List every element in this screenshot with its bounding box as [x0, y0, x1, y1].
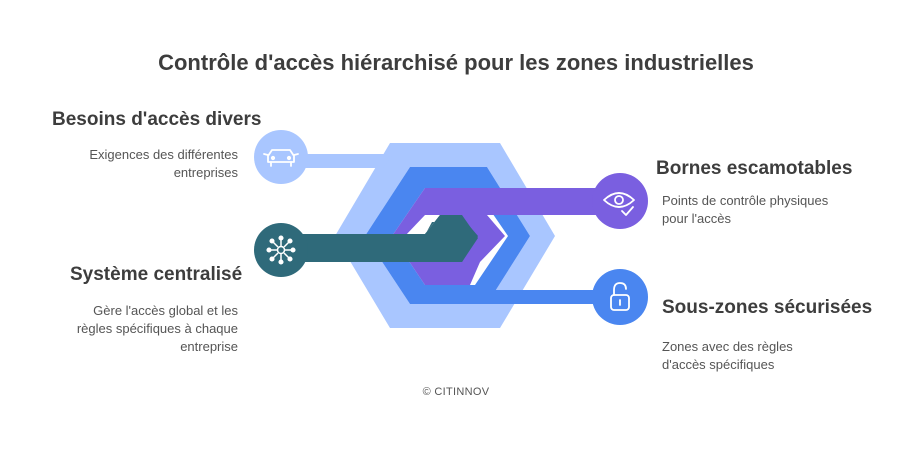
heading-systeme: Système centralisé [70, 264, 243, 285]
node-besoins [254, 130, 308, 184]
heading-besoins: Besoins d'accès divers [52, 109, 262, 130]
connector-besoins [280, 154, 393, 168]
outer-hexagon-band [335, 143, 555, 328]
diagram-title: Contrôle d'accès hiérarchisé pour les zo… [158, 50, 754, 75]
description-line: entreprise [180, 339, 238, 354]
description-line: Points de contrôle physiques [662, 193, 829, 208]
description-line: d'accès spécifiques [662, 357, 775, 372]
teal-core [300, 215, 478, 262]
node-bornes [592, 173, 648, 229]
connector-bornes [460, 188, 620, 215]
description-line: Zones avec des règles [662, 339, 793, 354]
heading-bornes: Bornes escamotables [656, 158, 853, 179]
car-icon [263, 149, 299, 167]
description-systeme: Gère l'accès global et les règles spécif… [40, 302, 238, 356]
padlock-icon [610, 282, 630, 311]
node-systeme [254, 223, 308, 277]
description-line: pour l'accès [662, 211, 731, 226]
connector-sous-zones [465, 290, 620, 304]
heading-sous-zones: Sous-zones sécurisées [662, 297, 873, 318]
description-bornes: Points de contrôle physiques pour l'accè… [662, 192, 882, 228]
description-line: règles spécifiques à chaque [76, 321, 238, 336]
description-besoins: Exigences des différentes entreprises [60, 146, 238, 182]
copyright-footer: © CITINNOV [422, 386, 490, 398]
description-line: Exigences des différentes [89, 147, 238, 162]
description-line: Gère l'accès global et les [93, 303, 238, 318]
node-sous-zones [592, 269, 648, 325]
description-sous-zones: Zones avec des règles d'accès spécifique… [662, 338, 882, 374]
eye-check-icon [603, 192, 635, 216]
description-line: entreprises [173, 165, 238, 180]
network-hub-icon [266, 235, 296, 265]
